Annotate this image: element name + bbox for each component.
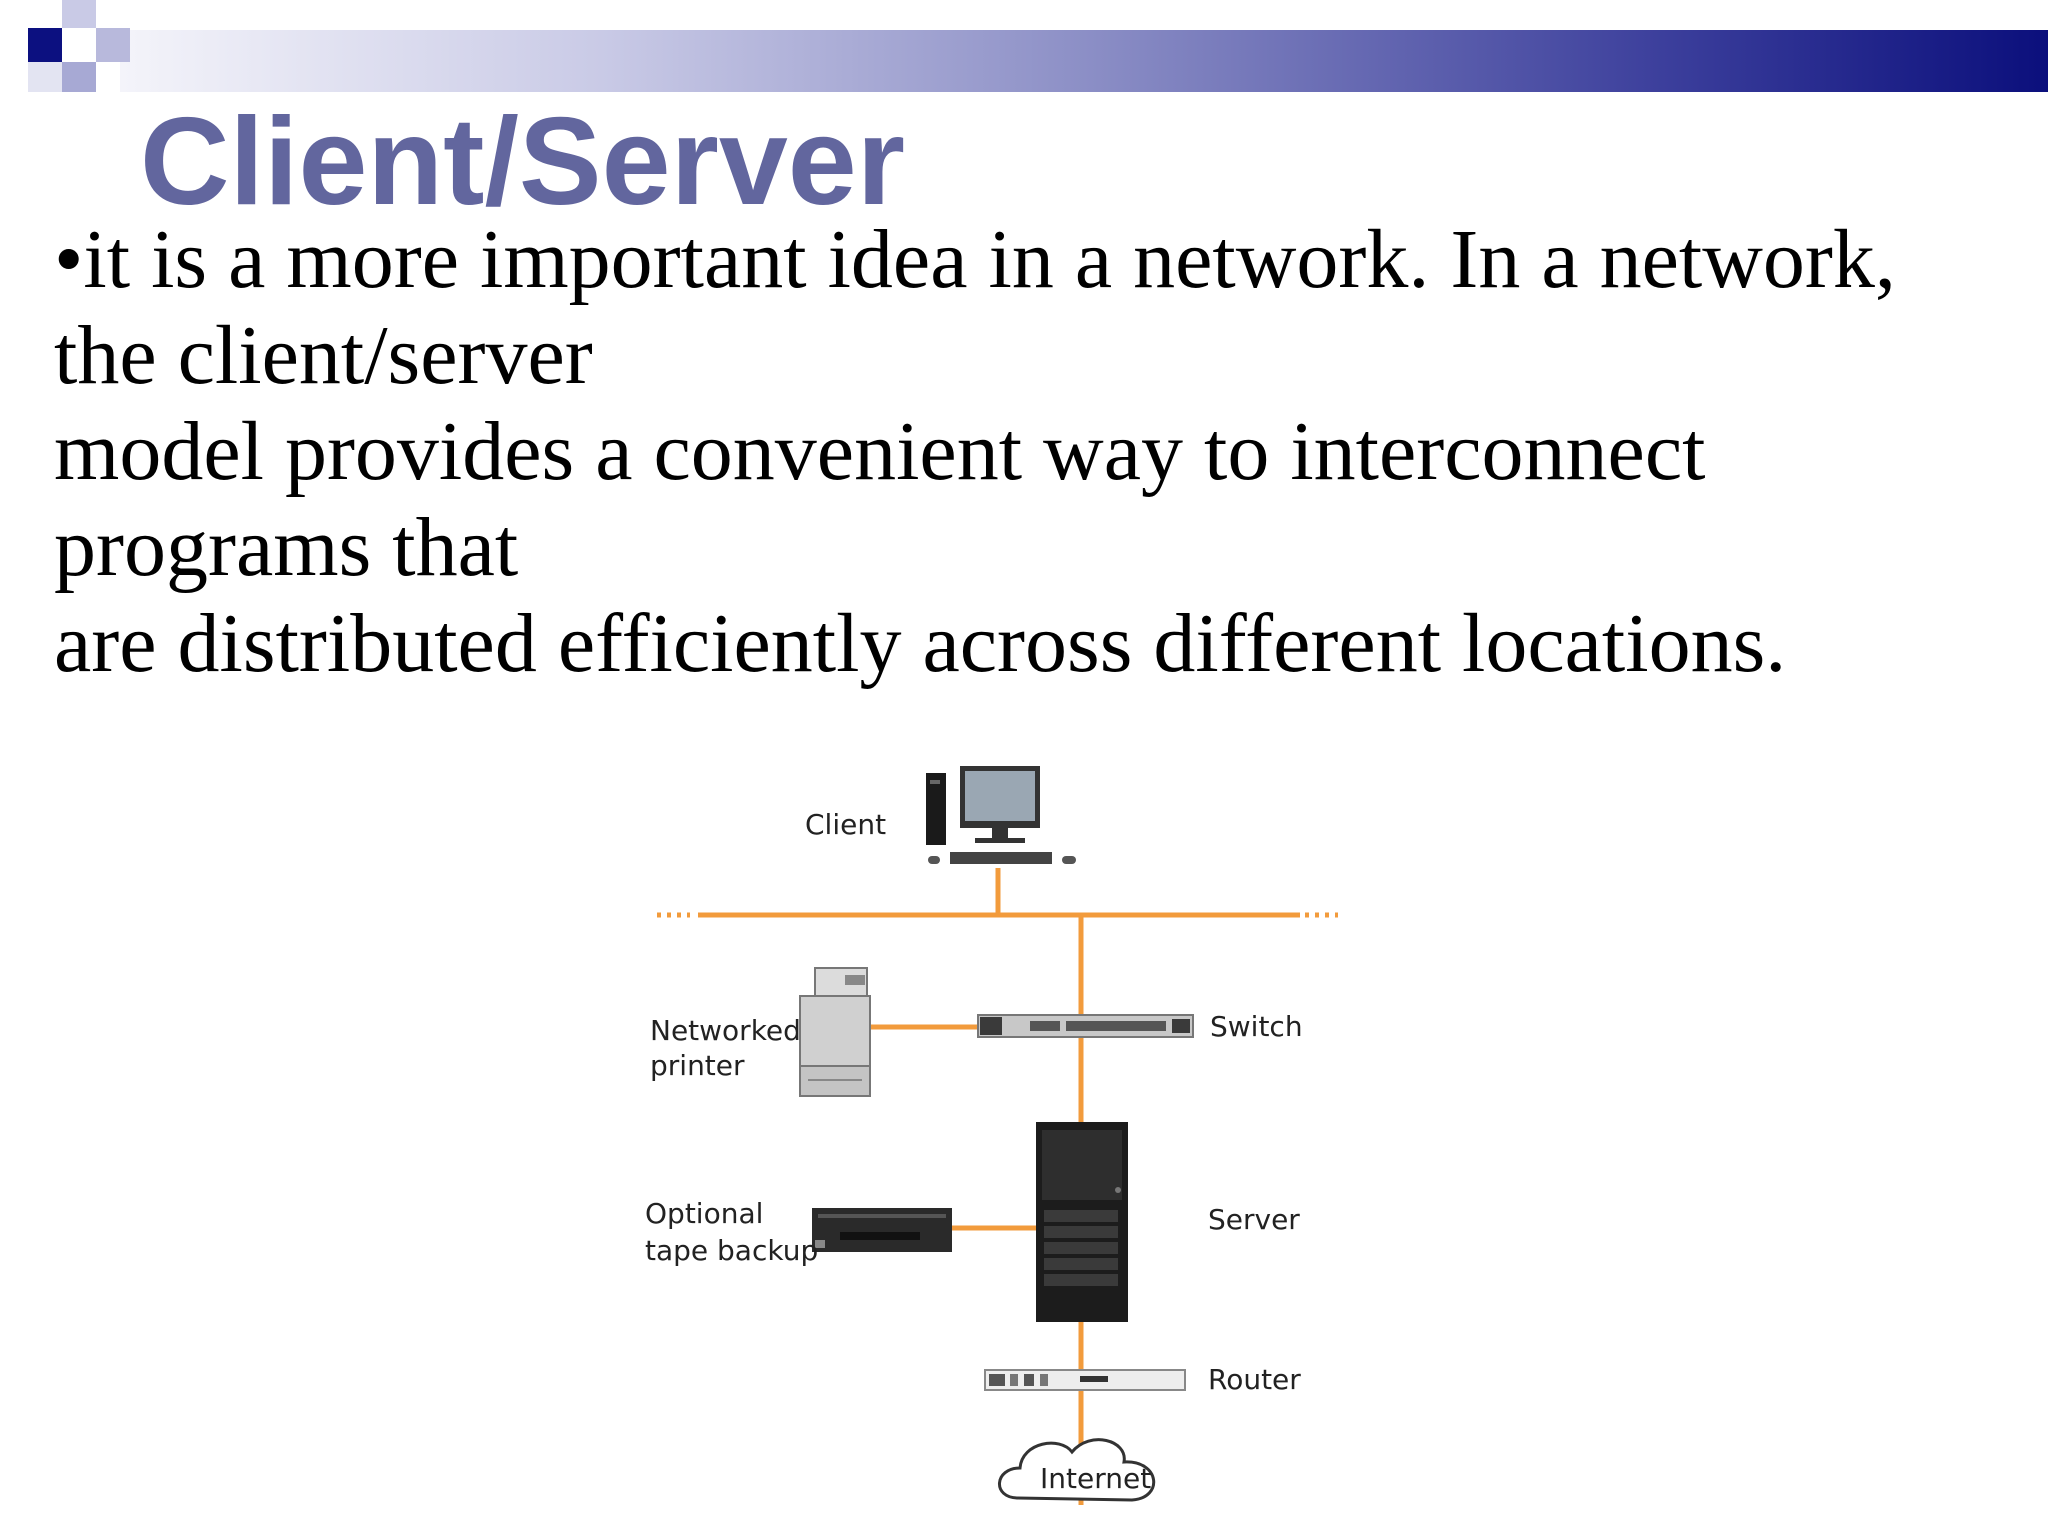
label-router: Router xyxy=(1208,1363,1301,1396)
label-server: Server xyxy=(1208,1203,1300,1236)
client-computer-icon xyxy=(926,766,1076,864)
header-square-light xyxy=(62,62,96,92)
label-printer-line1: Networked xyxy=(650,1014,801,1047)
slide-body: •it is a more important idea in a networ… xyxy=(54,212,2014,692)
body-line: are distributed efficiently across diffe… xyxy=(54,597,1787,690)
header-gradient-bar xyxy=(120,30,2048,92)
body-line: model provides a convenient way to inter… xyxy=(54,405,1706,498)
body-line: the client/server xyxy=(54,309,593,402)
body-line: •it is a more important idea in a networ… xyxy=(54,213,1896,306)
printer-icon xyxy=(799,967,871,1097)
label-switch: Switch xyxy=(1210,1010,1303,1043)
label-tape-line1: Optional xyxy=(645,1197,763,1230)
switch-icon xyxy=(977,1014,1194,1038)
label-client: Client xyxy=(805,808,886,841)
header-square-dark xyxy=(28,28,62,62)
internet-cloud-icon xyxy=(998,1438,1156,1502)
body-line: programs that xyxy=(54,501,519,594)
router-icon xyxy=(984,1369,1186,1391)
label-printer-line2: printer xyxy=(650,1049,745,1082)
label-tape-line2: tape backup xyxy=(645,1234,818,1267)
header-square-faint xyxy=(28,62,62,92)
tape-backup-icon xyxy=(812,1208,952,1252)
header-square-light xyxy=(96,28,130,62)
slide-title: Client/Server xyxy=(140,93,906,231)
header-square-light xyxy=(62,0,96,28)
label-internet: Internet xyxy=(1040,1462,1151,1495)
network-lines xyxy=(657,868,1338,1505)
server-icon xyxy=(1036,1122,1128,1322)
